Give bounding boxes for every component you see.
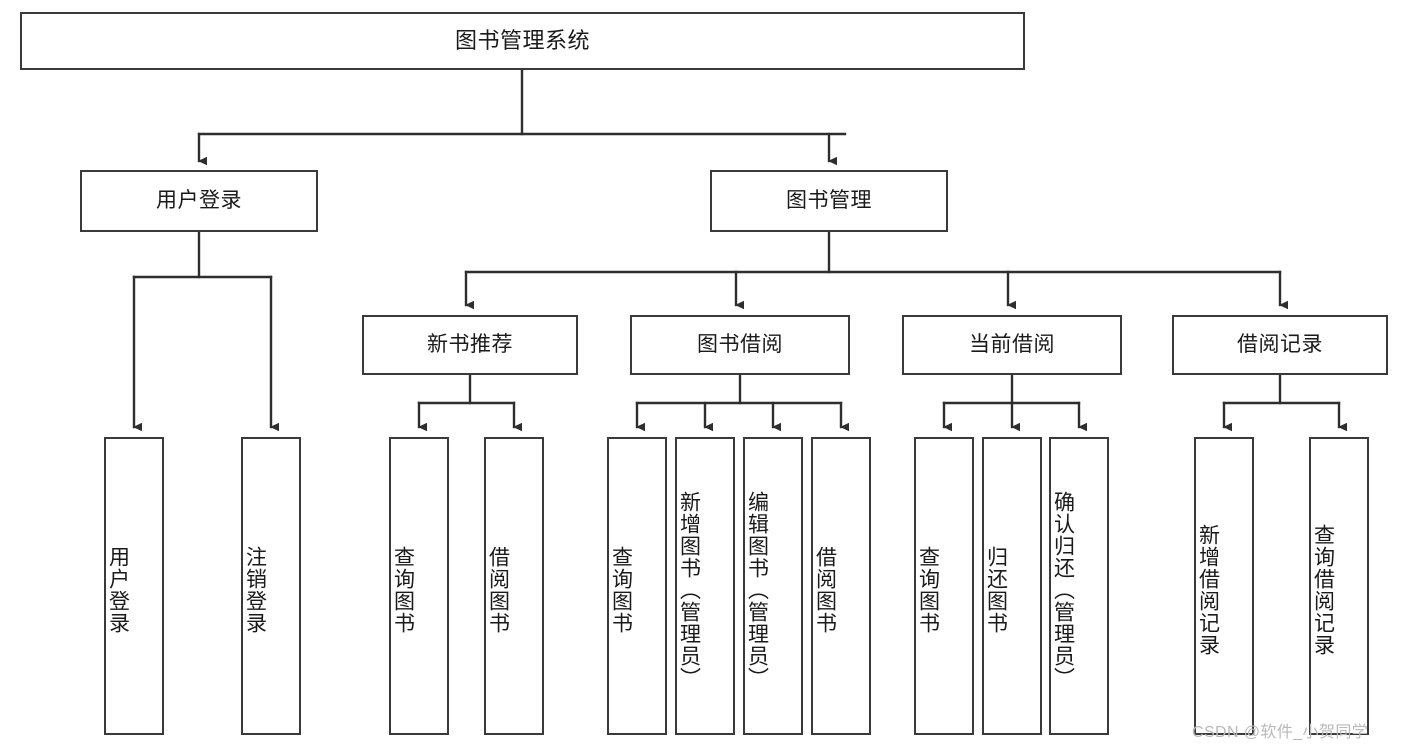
leaf-query-book-recommend[interactable]: 查询图书 [389,437,449,735]
leaf-add-borrow-record[interactable]: 新增借阅记录 [1194,437,1254,735]
node-new-book-recommend[interactable]: 新书推荐 [362,315,578,375]
node-label: 新书推荐 [427,332,513,356]
node-label: 编辑图书（管理员） [745,491,769,689]
node-book-borrow[interactable]: 图书借阅 [630,315,850,375]
node-current-borrow[interactable]: 当前借阅 [902,315,1122,375]
node-label: 查询图书 [391,546,415,634]
leaf-edit-book-admin[interactable]: 编辑图书（管理员） [743,437,803,735]
csdn-watermark: CSDN @软件_小贺同学 [1192,724,1369,741]
node-book-manage[interactable]: 图书管理 [710,170,948,232]
node-label: 图书管理 [786,188,872,212]
node-label: 用户登录 [106,546,130,634]
node-label: 查询借阅记录 [1311,524,1335,656]
node-label: 新增图书（管理员） [677,491,701,689]
node-label: 查询图书 [609,546,633,634]
leaf-confirm-return-admin[interactable]: 确认归还（管理员） [1049,437,1109,735]
node-label: 查询图书 [916,546,940,634]
node-label: 注销登录 [243,546,267,634]
node-label: 新增借阅记录 [1196,524,1220,656]
leaf-query-book-borrow[interactable]: 查询图书 [607,437,667,735]
leaf-query-book-current[interactable]: 查询图书 [914,437,974,735]
node-label: 当前借阅 [969,332,1055,356]
node-label: 用户登录 [156,188,242,212]
leaf-user-login[interactable]: 用户登录 [104,437,164,735]
node-borrow-record[interactable]: 借阅记录 [1172,315,1388,375]
leaf-borrow-book-recommend[interactable]: 借阅图书 [484,437,544,735]
leaf-user-logout[interactable]: 注销登录 [241,437,301,735]
node-user-login[interactable]: 用户登录 [80,170,318,232]
node-label: 借阅记录 [1237,332,1323,356]
node-label: 图书管理系统 [454,28,590,54]
leaf-borrow-book[interactable]: 借阅图书 [811,437,871,735]
node-label: 归还图书 [984,546,1008,634]
node-label: 确认归还（管理员） [1051,491,1075,689]
node-label: 借阅图书 [813,546,837,634]
node-label: 图书借阅 [697,332,783,356]
leaf-add-book-admin[interactable]: 新增图书（管理员） [675,437,735,735]
node-label: 借阅图书 [486,546,510,634]
leaf-return-book[interactable]: 归还图书 [982,437,1042,735]
leaf-query-borrow-record[interactable]: 查询借阅记录 [1309,437,1369,735]
node-root-system[interactable]: 图书管理系统 [20,12,1025,70]
